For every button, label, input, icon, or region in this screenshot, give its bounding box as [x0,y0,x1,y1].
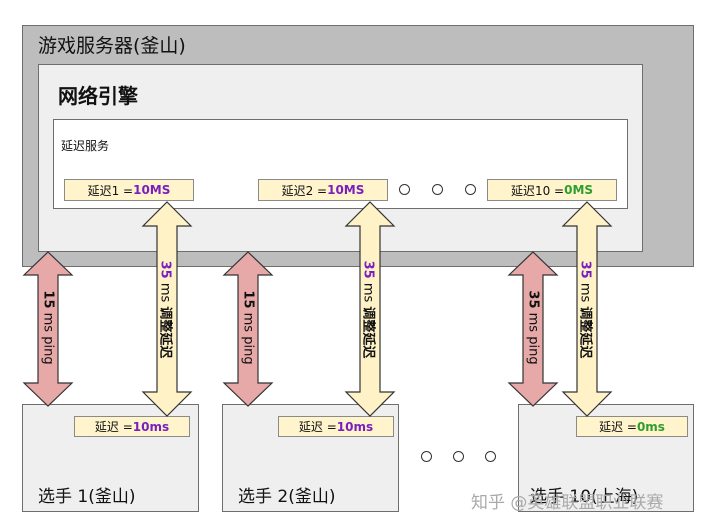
ping-label-1: 15 ms ping [41,285,56,371]
ping-arrow-10 [507,251,559,407]
ellipsis-dot [465,184,476,195]
ping-label-2: 15 ms ping [241,285,256,371]
ping-arrow-1 [22,251,74,407]
ping-unit: ms ping [240,308,256,365]
latency-service-title: 延迟服务 [61,139,110,153]
latency-tag-2: 延迟2 = 10MS [258,179,388,201]
latency-tag-value: 0MS [564,183,594,197]
latency-tag-label: 延迟1 = [87,183,134,198]
adjust-value: 35 [577,260,593,279]
watermark: 知乎 @英雄联盟职业联赛 [471,493,664,513]
player-delay-tag-10: 延迟 = 0ms [576,416,688,437]
player-name-2: 选手 2(釜山) [238,487,336,507]
adjust-text: 调整延迟 [577,306,593,359]
latency-tag-value: 10MS [133,183,171,197]
ellipsis-dot [399,184,410,195]
game-server-title: 游戏服务器(釜山) [38,35,186,57]
adjust-label-1: 35 ms 调整延迟 [158,260,177,360]
player-delay-value: 0ms [636,419,665,434]
ellipsis-dot [453,451,464,462]
ping-value: 15 [240,290,256,309]
player-name-1: 选手 1(釜山) [38,487,136,507]
network-engine-title: 网络引擎 [58,84,138,108]
adjust-unit: ms [360,278,376,307]
adjust-unit: ms [157,278,173,307]
player-delay-value: 10ms [132,419,170,434]
adjust-value: 35 [360,260,376,279]
adjust-label-2: 35 ms 调整延迟 [361,260,380,360]
adjust-value: 35 [157,260,173,279]
ellipsis-dot [485,451,496,462]
ping-unit: ms ping [525,308,541,365]
player-delay-label: 延迟 = [298,420,337,434]
player-delay-value: 10ms [336,419,374,434]
ping-value: 35 [525,290,541,309]
ping-arrow-2 [222,251,274,407]
ping-label-10: 35 ms ping [526,285,541,371]
adjust-arrow-10 [561,201,613,417]
player-delay-label: 延迟 = [599,420,637,434]
player-name-10: 选手 10(上海) [530,487,639,507]
ping-value: 15 [40,290,56,309]
adjust-text: 调整延迟 [157,306,173,359]
adjust-arrow-1 [141,201,193,417]
latency-tag-10: 延迟10 = 0MS [487,179,617,201]
ellipsis-dot [432,184,443,195]
adjust-unit: ms [577,278,593,307]
latency-tag-label: 延迟2 = [281,183,328,198]
player-delay-tag-1: 延迟 = 10ms [74,416,190,437]
ellipsis-dot [421,451,432,462]
player-delay-tag-2: 延迟 = 10ms [278,416,394,437]
latency-tag-label: 延迟10 = [510,183,565,198]
player-delay-label: 延迟 = [94,420,133,434]
adjust-text: 调整延迟 [360,306,376,359]
latency-tag-1: 延迟1 = 10MS [64,179,194,201]
adjust-label-10: 35 ms 调整延迟 [578,260,597,360]
adjust-arrow-2 [344,201,396,417]
latency-tag-value: 10MS [327,183,365,197]
ping-unit: ms ping [40,308,56,365]
